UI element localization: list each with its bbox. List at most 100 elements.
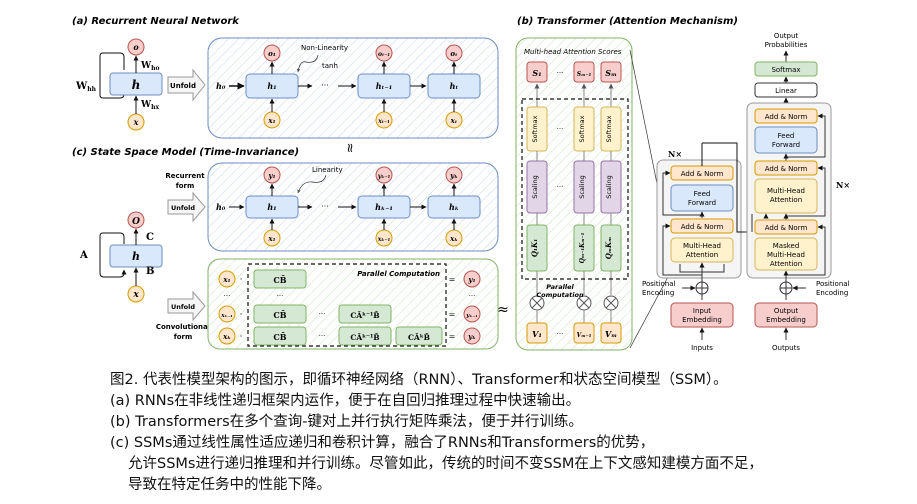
svg-text:CĀᵏB̄: CĀᵏB̄ [408, 333, 430, 342]
svg-text:h₁: h₁ [267, 81, 276, 91]
svg-text:Encoding: Encoding [642, 289, 674, 297]
svg-text:hₜ₋₁: hₜ₋₁ [376, 81, 393, 91]
conv-vdots-kernel: ··· [277, 292, 284, 300]
svg-text:Multi-Head: Multi-Head [683, 242, 721, 250]
conv-row-k-minus-1: xₖ₋₁ · CB̄ ··· CĀᵏ⁻¹B̄ = yₖ₋₁ [218, 304, 481, 324]
svg-text:CB̄: CB̄ [273, 332, 286, 342]
rnn-cell-t-minus-1: hₜ₋₁ oₜ₋₁ xₜ₋₁ [357, 44, 411, 129]
ssm-output-label: O [132, 217, 140, 227]
svg-text:x₁: x₁ [267, 116, 275, 125]
rnn-cell-t: hₜ oₜ xₜ [427, 44, 481, 129]
svg-text:···: ··· [319, 332, 326, 340]
svg-text:Sₘ₋₁: Sₘ₋₁ [577, 71, 592, 78]
rnn-input-label: x [133, 117, 139, 127]
ssm-recurrent-unfold-arrow: Unfold [167, 191, 206, 223]
svg-text:oₜ: oₜ [450, 49, 458, 58]
svg-text:Softmax: Softmax [531, 115, 539, 142]
svg-text:···: ··· [319, 310, 326, 318]
output-probabilities-label: Output [774, 32, 799, 40]
linearity-label: Linearity [312, 166, 343, 174]
rnn-ellipsis: ··· [321, 81, 329, 90]
approx-rnn-ssm: ≈ [342, 143, 357, 154]
caption-line-c: (c) SSMs通过线性属性适应递归和卷积计算，融合了RNNs和Transfor… [110, 435, 655, 451]
svg-text:QₘKₘ: QₘKₘ [604, 237, 613, 259]
svg-text:oₜ₋₁: oₜ₋₁ [378, 51, 390, 58]
conv-vdots-right: ··· [469, 292, 476, 300]
ssm-folded: h O x A C B [79, 211, 163, 303]
conv-row-1: x₁ · CB̄ = y₁ [218, 269, 481, 289]
rnn-output-label: o [133, 42, 139, 52]
rnn-cell-1: h₁ o₁ x₁ [245, 44, 299, 129]
parallel-computation-box [247, 263, 447, 347]
svg-text:CB̄: CB̄ [273, 275, 286, 285]
svg-text:o₁: o₁ [268, 49, 276, 58]
unfold-label: Unfold [170, 82, 196, 90]
caption-line-title: 图2. 代表性模型架构的图示，即循环神经网络（RNN）、Transformer和… [110, 372, 728, 388]
encoder-positional-encoding-label: Positional [642, 280, 676, 288]
svg-text:Softmax: Softmax [771, 66, 800, 74]
svg-text:=: = [449, 275, 456, 284]
approx-ssm-transformer: ≈ [497, 302, 509, 318]
nonlinearity-pointer [296, 54, 319, 73]
svg-text:Add & Norm: Add & Norm [765, 113, 808, 121]
recurrent-form-label-2: form [176, 182, 195, 190]
svg-text:Scaling: Scaling [605, 175, 613, 199]
svg-text:Multi-Head: Multi-Head [767, 251, 805, 259]
convolutional-form-label: Convolutional [156, 323, 210, 331]
svg-text:xₖ: xₖ [222, 332, 231, 341]
svg-text:xₖ₋₁: xₖ₋₁ [220, 313, 232, 319]
svg-text:Qₘ₋₁Kₘ₋₁: Qₘ₋₁Kₘ₋₁ [579, 232, 586, 263]
svg-text:Attention: Attention [686, 251, 718, 259]
matrix-b-label: B [146, 266, 154, 277]
rnn-h0: h₀ [216, 81, 226, 91]
svg-text:Softmax: Softmax [605, 115, 613, 142]
w-hh-label: Whh [75, 81, 97, 93]
rnn-hidden-label: h [132, 78, 141, 92]
decoder-repeat-label: N× [836, 180, 850, 190]
svg-text:Encoding: Encoding [816, 289, 848, 297]
matrix-c-label: C [146, 232, 154, 243]
linearity-pointer [297, 174, 327, 194]
svg-text:Softmax: Softmax [578, 115, 586, 142]
svg-text:yₖ₋₁: yₖ₋₁ [465, 313, 477, 319]
rnn-title: (a) Recurrent Neural Network [72, 16, 240, 27]
svg-text:x₁: x₁ [222, 275, 230, 284]
recurrent-form-label: Recurrent [165, 172, 205, 180]
svg-text:Scaling: Scaling [578, 175, 586, 199]
svg-text:Linear: Linear [775, 87, 797, 95]
svg-text:=: = [449, 332, 456, 341]
figure-caption: 图2. 代表性模型架构的图示，即循环神经网络（RNN）、Transformer和… [110, 370, 910, 496]
ssm-title: (c) State Space Model (Time-Invariance) [72, 147, 299, 158]
svg-text:CĀᵏ⁻¹B̄: CĀᵏ⁻¹B̄ [350, 311, 379, 320]
w-ho-label: Who [140, 61, 159, 72]
svg-text:Multi-Head: Multi-Head [767, 187, 805, 195]
svg-text:Attention: Attention [770, 196, 802, 204]
conv-row-k: xₖ · CB̄ ··· CĀᵏ⁻¹B̄ CĀᵏB̄ = yₖ [218, 326, 481, 346]
svg-text:hₖ: hₖ [449, 202, 459, 212]
svg-text:yₖ: yₖ [467, 332, 476, 341]
ssm-h0: h₀ [216, 202, 226, 212]
svg-text:xₖ₋₁: xₖ₋₁ [377, 236, 391, 243]
nonlinearity-label: Non-Linearity [301, 44, 348, 52]
ssm-input-label: x [132, 290, 139, 300]
svg-text:y₁: y₁ [267, 171, 275, 180]
ellipsis: ··· [557, 183, 564, 191]
svg-text:Add & Norm: Add & Norm [681, 170, 724, 178]
architecture-diagram: (a) Recurrent Neural Network h o x Whh W… [72, 16, 850, 352]
tanh-label: tanh [322, 62, 338, 70]
svg-text:·: · [240, 275, 243, 285]
attention-head-m: Sₘ Softmax Scaling QₘKₘ Vₘ [600, 61, 622, 344]
svg-text:Input: Input [693, 307, 711, 315]
svg-text:yₖ: yₖ [449, 171, 458, 180]
svg-text:CB̄: CB̄ [273, 310, 286, 320]
decoder-positional-encoding-label: Positional [816, 280, 850, 288]
svg-text:S₁: S₁ [532, 68, 541, 78]
parallel-label-2: Computation [536, 291, 584, 299]
ssm-hidden-label: h [132, 250, 140, 263]
svg-text:Vₘ₋₁: Vₘ₋₁ [577, 332, 592, 339]
conv-vdots-left: ··· [224, 292, 231, 300]
svg-text:yₖ₋₁: yₖ₋₁ [377, 173, 391, 180]
svg-text:Attention: Attention [770, 260, 802, 268]
svg-text:Masked: Masked [773, 242, 800, 250]
svg-text:xₖ: xₖ [449, 234, 458, 243]
